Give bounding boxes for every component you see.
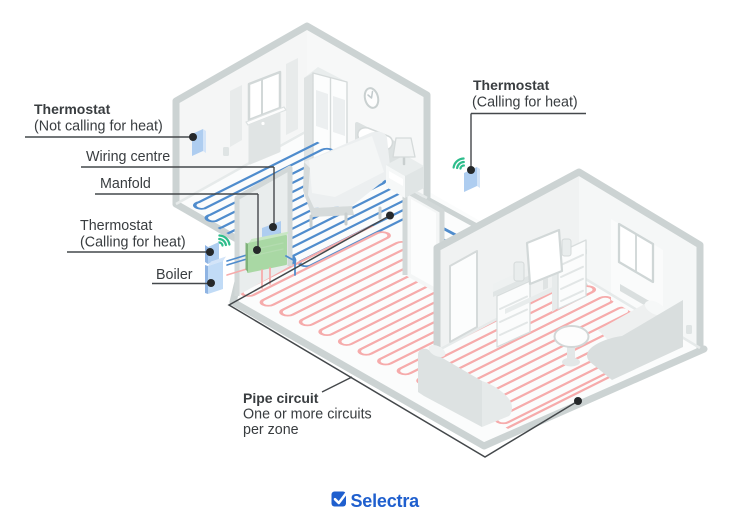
svg-text:Thermostat: Thermostat <box>34 101 111 117</box>
svg-text:per zone: per zone <box>243 422 299 438</box>
svg-text:Wiring centre: Wiring centre <box>86 149 170 165</box>
svg-text:(Calling for heat): (Calling for heat) <box>80 235 186 251</box>
svg-text:One or more circuits: One or more circuits <box>243 407 372 423</box>
svg-text:Boiler: Boiler <box>156 267 193 283</box>
svg-text:Manfold: Manfold <box>100 176 151 192</box>
svg-text:Thermostat: Thermostat <box>80 218 152 234</box>
svg-text:Thermostat: Thermostat <box>473 77 550 93</box>
svg-text:Selectra: Selectra <box>351 491 421 511</box>
svg-text:(Not calling for heat): (Not calling for heat) <box>34 119 163 135</box>
svg-text:Pipe circuit: Pipe circuit <box>243 390 319 406</box>
svg-text:(Calling for heat): (Calling for heat) <box>472 95 578 111</box>
